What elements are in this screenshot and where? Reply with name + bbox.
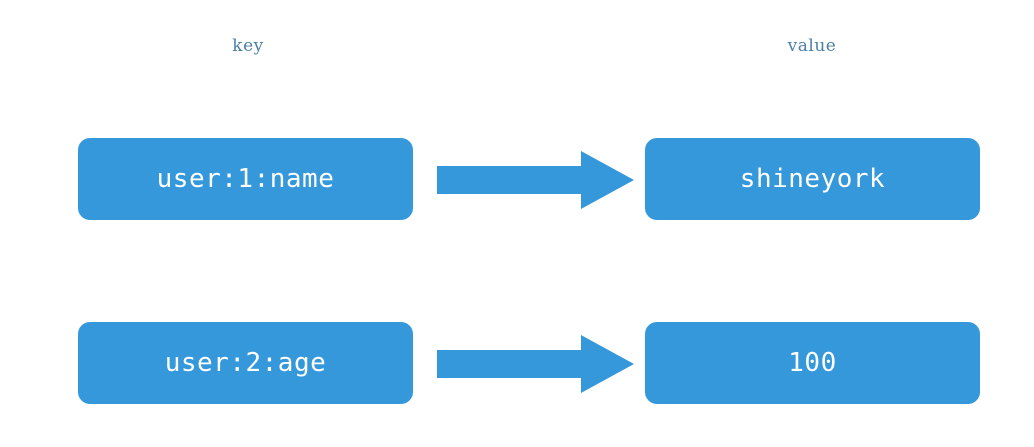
value-box-2-label: 100	[788, 348, 837, 378]
value-box-1-label: shineyork	[739, 164, 886, 194]
value-box-2: 100	[645, 322, 980, 404]
key-box-1-label: user:1:name	[156, 164, 335, 194]
key-box-2: user:2:age	[78, 322, 413, 404]
right-arrow-icon-2	[437, 335, 634, 393]
value-box-1: shineyork	[645, 138, 980, 220]
right-arrow-icon-1	[437, 151, 634, 209]
key-box-2-label: user:2:age	[164, 348, 327, 378]
key-box-1: user:1:name	[78, 138, 413, 220]
column-header-key: key	[232, 36, 264, 56]
column-header-value: value	[787, 36, 837, 56]
